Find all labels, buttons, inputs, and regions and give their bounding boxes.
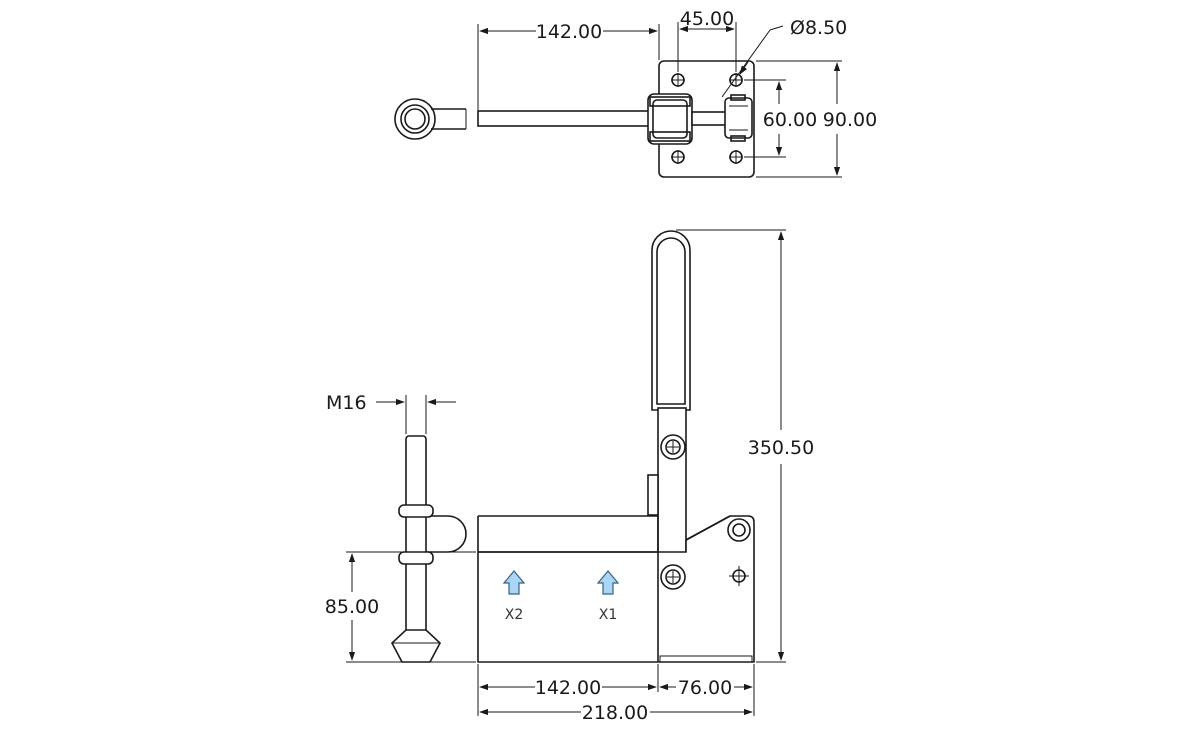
lever-stop — [647, 474, 659, 516]
mounting-holes — [671, 73, 743, 164]
body-block — [477, 515, 755, 663]
label-thread: M16 — [326, 392, 367, 414]
label-x2: X2 — [505, 607, 524, 623]
label-bottom-length-1: 142.00 — [535, 677, 601, 699]
label-hole-spacing: 45.00 — [680, 8, 734, 30]
label-total-height: 350.50 — [748, 437, 814, 459]
dim-total-height: 350.50 — [676, 229, 814, 663]
label-base-width: 90.00 — [823, 109, 877, 131]
dim-thread: M16 — [326, 392, 456, 434]
spindle-end-view — [394, 98, 467, 140]
side-view: X2 X1 M16 350.50 85.00 — [325, 229, 814, 724]
dim-total-length: 218.00 — [479, 702, 753, 724]
handle — [651, 230, 691, 411]
dim-bottom-lengths: 142.00 76.00 — [477, 664, 755, 716]
dim-base-width: 90.00 — [756, 60, 877, 178]
label-bottom-length-2: 76.00 — [678, 677, 732, 699]
top-view: 142.00 45.00 Ø8.50 60.00 — [394, 8, 877, 178]
marker-x2: X2 — [502, 570, 526, 623]
marker-x1: X1 — [596, 570, 620, 623]
label-spindle-height: 85.00 — [325, 596, 379, 618]
dim-spindle-height: 85.00 — [325, 551, 476, 663]
label-total-length: 218.00 — [582, 702, 648, 724]
label-x1: X1 — [599, 607, 618, 623]
dim-top-length: 142.00 — [477, 21, 660, 110]
hinge-top — [647, 93, 753, 145]
spindle — [391, 435, 467, 663]
clamp-arm — [477, 110, 659, 127]
label-hole-diameter: Ø8.50 — [790, 17, 847, 39]
dim-hole-diameter: Ø8.50 — [721, 17, 847, 98]
pivot-pins — [660, 434, 751, 590]
label-hole-vertical: 60.00 — [763, 109, 817, 131]
dim-hole-spacing: 45.00 — [677, 8, 737, 72]
label-top-length: 142.00 — [536, 21, 602, 43]
dim-hole-vertical: 60.00 — [744, 79, 817, 158]
